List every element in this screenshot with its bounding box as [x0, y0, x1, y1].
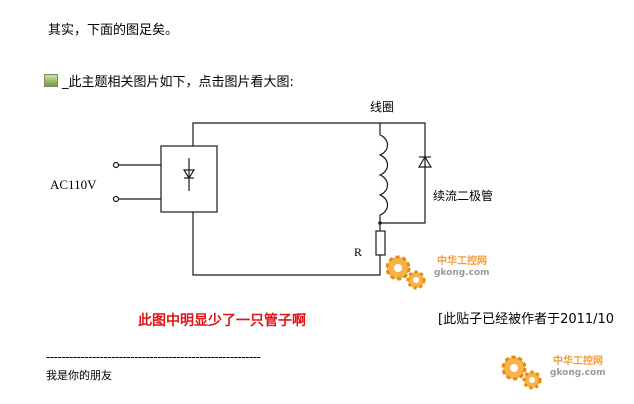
diode-branch [380, 122, 426, 224]
image-caption-row: _此主题相关图片如下，点击图片看大图: [44, 72, 294, 90]
freewheel-diode [417, 155, 433, 168]
watermark-domain: gkong.com [550, 368, 606, 378]
gkong-watermark-logo: 中华工控网 gkong.com [385, 254, 490, 290]
coil [378, 134, 389, 231]
ac-terminal-bottom [112, 195, 120, 203]
coil-junction [378, 221, 382, 225]
resistor [375, 230, 386, 256]
signature-divider: ----------------------------------------… [46, 350, 261, 364]
ac-label: AC110V [50, 177, 97, 192]
signature-text: 我是你的朋友 [46, 369, 112, 382]
coil-label: 线圈 [370, 100, 394, 114]
gkong-watermark-logo: 中华工控网 gkong.com [501, 354, 606, 390]
rail-top [192, 122, 381, 146]
watermark-brand: 中华工控网 [553, 354, 603, 367]
diode-label: 续流二极管 [433, 188, 493, 203]
image-caption: _此主题相关图片如下，点击图片看大图: [62, 74, 294, 90]
intro-text: 其实，下面的图足矣。 [48, 23, 179, 38]
edit-notice: [此贴子已经被作者于2011/10 [438, 312, 615, 327]
ac-terminal-top [112, 161, 120, 169]
image-icon[interactable] [44, 73, 58, 87]
rail-bottom [192, 212, 381, 276]
resistor-label: R [354, 245, 362, 259]
circuit-diagram[interactable]: AC110V 线圈 续流二极管 R [40, 95, 600, 290]
watermark-domain: gkong.com [434, 268, 490, 278]
red-annotation: 此图中明显少了一只管子啊 [138, 313, 306, 329]
rectifier-box [160, 145, 218, 213]
watermark-brand: 中华工控网 [437, 254, 487, 267]
